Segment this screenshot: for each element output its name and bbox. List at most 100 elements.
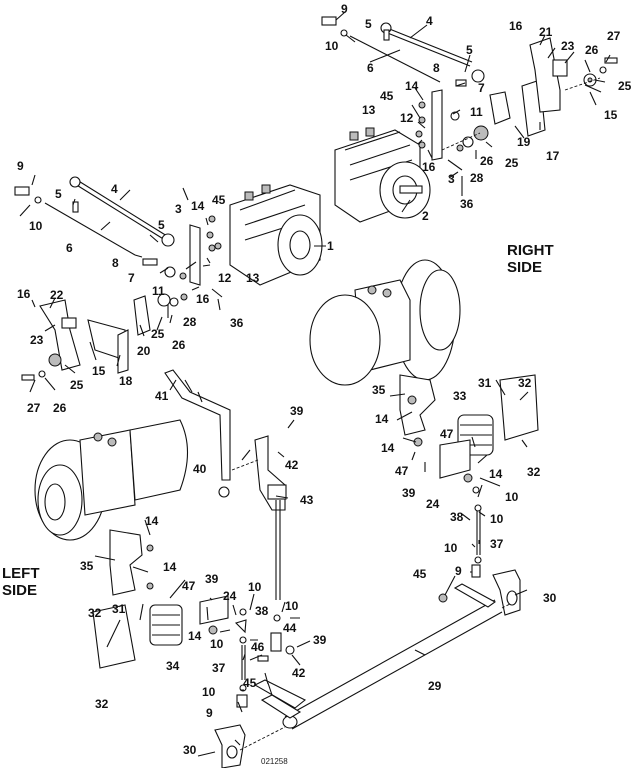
callout-label: 14	[405, 79, 419, 93]
callout-label: 3	[448, 172, 455, 186]
callout-label: 16	[509, 19, 523, 33]
callout-label: 28	[183, 315, 197, 329]
callout-label: 15	[604, 108, 618, 122]
callout-label: 10	[210, 637, 224, 651]
callout-label: 37	[490, 537, 504, 551]
callout-label: 24	[426, 497, 440, 511]
callout-label: 32	[527, 465, 541, 479]
callout-label: 34	[166, 659, 180, 673]
callout-label: 26	[53, 401, 67, 415]
callout-label: 9	[341, 2, 348, 16]
callout-label: 13	[246, 271, 260, 285]
callout-label: 38	[450, 510, 464, 524]
callout-label: 37	[212, 661, 226, 675]
callout-label: 36	[460, 197, 474, 211]
callout-label: 14	[489, 467, 503, 481]
callout-label: 6	[367, 61, 374, 75]
figure-number: 021258	[261, 757, 288, 766]
right-bracket-3	[415, 89, 489, 171]
callout-label: 10	[505, 490, 519, 504]
right-brake-assembly	[399, 374, 539, 578]
callout-label: 10	[325, 39, 339, 53]
left-side-label-line2: SIDE	[2, 582, 38, 599]
left-side-label: LEFT SIDE	[2, 565, 40, 599]
left-wheel-motor	[34, 419, 188, 541]
callout-label: 29	[428, 679, 442, 693]
callout-label: 19	[517, 135, 531, 149]
callout-label: 41	[155, 389, 169, 403]
callout-label: 30	[183, 743, 197, 757]
callout-label: 46	[251, 640, 265, 654]
left-rods	[14, 176, 175, 266]
callout-label: 8	[433, 61, 440, 75]
callout-label: 27	[27, 401, 41, 415]
callout-label: 33	[453, 389, 467, 403]
callout-label: 45	[413, 567, 427, 581]
callout-label: 17	[546, 149, 560, 163]
callout-label: 16	[196, 292, 210, 306]
callout-label: 15	[92, 364, 106, 378]
callout-label: 28	[470, 171, 484, 185]
callout-label: 7	[478, 81, 485, 95]
callout-label: 45	[243, 676, 257, 690]
callout-label: 16	[17, 287, 31, 301]
callout-label: 1	[327, 239, 334, 253]
right-side-label-line1: RIGHT	[507, 242, 554, 259]
callout-label: 45	[212, 193, 226, 207]
callout-label: 42	[285, 458, 299, 472]
callout-label: 32	[518, 376, 532, 390]
left-brake-assembly	[92, 529, 295, 708]
callout-label: 13	[362, 103, 376, 117]
callout-label: 10	[490, 512, 504, 526]
callout-label: 44	[283, 621, 297, 635]
right-rods	[321, 16, 485, 87]
callout-label: 25	[505, 156, 519, 170]
callout-label: 39	[402, 486, 416, 500]
callout-label: 26	[172, 338, 186, 352]
callout-label: 10	[248, 580, 262, 594]
control-levers	[164, 369, 287, 600]
callout-label: 12	[400, 111, 414, 125]
callout-label: 11	[470, 105, 483, 119]
callout-label: 16	[422, 160, 436, 174]
leader-lines	[19, 11, 611, 757]
callout-label: 14	[191, 199, 205, 213]
callout-label: 18	[119, 374, 133, 388]
callout-label: 31	[478, 376, 492, 390]
callout-label: 7	[128, 271, 135, 285]
callout-label: 26	[480, 154, 494, 168]
callout-label: 10	[202, 685, 216, 699]
callout-label: 36	[230, 316, 244, 330]
callout-label: 25	[70, 378, 84, 392]
callout-label: 21	[539, 25, 553, 39]
callout-label: 35	[372, 383, 386, 397]
right-brackets-17-19-21	[489, 37, 618, 137]
callout-label: 25	[618, 79, 632, 93]
callout-label: 39	[313, 633, 327, 647]
callout-label: 5	[466, 43, 473, 57]
callout-label: 42	[292, 666, 306, 680]
left-side-label-line1: LEFT	[2, 565, 40, 582]
callout-label: 4	[426, 14, 433, 28]
callout-label: 38	[255, 604, 269, 618]
callout-label: 43	[300, 493, 314, 507]
callout-label: 40	[193, 462, 207, 476]
callout-label: 25	[151, 327, 165, 341]
callout-label: 26	[585, 43, 599, 57]
callout-label: 9	[455, 564, 462, 578]
callout-label: 32	[88, 606, 102, 620]
callout-label: 39	[205, 572, 219, 586]
callout-label: 45	[380, 89, 394, 103]
callout-label: 6	[66, 241, 73, 255]
callout-label: 5	[55, 187, 62, 201]
callout-label: 20	[137, 344, 151, 358]
right-pump	[334, 127, 431, 223]
right-side-label-line2: SIDE	[507, 259, 543, 276]
callout-label: 14	[381, 441, 395, 455]
callout-label: 47	[440, 427, 454, 441]
callout-label: 12	[218, 271, 232, 285]
callout-label: 9	[206, 706, 213, 720]
callout-label: 14	[145, 514, 159, 528]
